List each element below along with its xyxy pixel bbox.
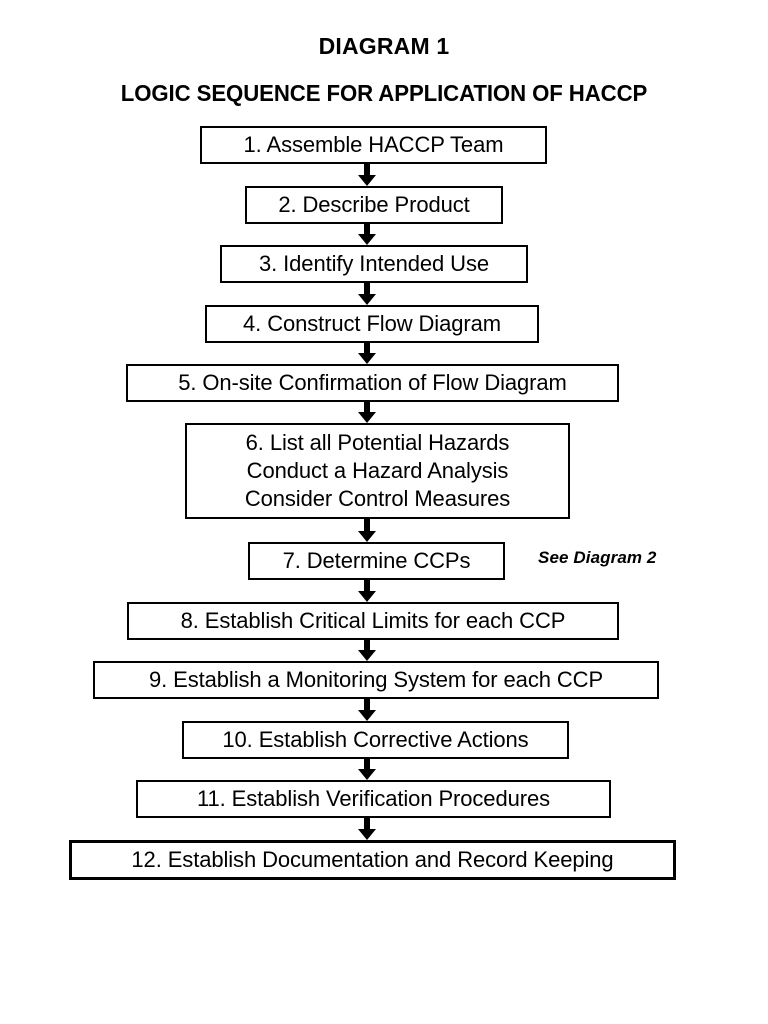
flow-step-10[interactable]: 10. Establish Corrective Actions xyxy=(182,721,569,759)
arrow-head-icon xyxy=(358,531,376,542)
flow-arrow-7-to-8 xyxy=(358,580,376,602)
arrow-head-icon xyxy=(358,829,376,840)
flow-step-11-line-1: 11. Establish Verification Procedures xyxy=(197,786,550,811)
flow-step-6-line-3: Consider Control Measures xyxy=(244,486,511,511)
arrow-shaft xyxy=(364,699,370,711)
arrow-head-icon xyxy=(358,234,376,245)
flow-step-6-line-1: 6. List all Potential Hazards xyxy=(245,430,510,455)
flow-step-2[interactable]: 2. Describe Product xyxy=(245,186,503,224)
arrow-head-icon xyxy=(358,175,376,186)
flow-step-10-line-1: 10. Establish Corrective Actions xyxy=(222,727,529,752)
flow-step-6-line-2: Conduct a Hazard Analysis xyxy=(246,458,509,483)
arrow-head-icon xyxy=(358,294,376,305)
flow-arrow-6-to-7 xyxy=(358,519,376,542)
arrow-head-icon xyxy=(358,710,376,721)
flow-step-7-line-1: 7. Determine CCPs xyxy=(282,548,471,573)
arrow-head-icon xyxy=(358,353,376,364)
arrow-shaft xyxy=(364,759,370,770)
arrow-shaft xyxy=(364,283,370,295)
flow-step-12[interactable]: 12. Establish Documentation and Record K… xyxy=(69,840,676,880)
flow-step-9[interactable]: 9. Establish a Monitoring System for eac… xyxy=(93,661,659,699)
flow-step-1[interactable]: 1. Assemble HACCP Team xyxy=(200,126,547,164)
flow-arrow-1-to-2 xyxy=(358,164,376,186)
arrow-head-icon xyxy=(358,591,376,602)
flow-step-9-line-1: 9. Establish a Monitoring System for eac… xyxy=(148,667,604,692)
flow-step-8-line-1: 8. Establish Critical Limits for each CC… xyxy=(180,608,566,633)
flow-step-1-line-1: 1. Assemble HACCP Team xyxy=(243,132,504,157)
flow-step-7[interactable]: 7. Determine CCPs xyxy=(248,542,505,580)
arrow-head-icon xyxy=(358,650,376,661)
page-subtitle: LOGIC SEQUENCE FOR APPLICATION OF HACCP xyxy=(120,80,648,106)
flow-arrow-5-to-6 xyxy=(358,402,376,423)
flow-step-5-line-1: 5. On-site Confirmation of Flow Diagram xyxy=(178,370,567,395)
flow-arrow-9-to-10 xyxy=(358,699,376,721)
arrow-shaft xyxy=(364,164,370,176)
arrow-shaft xyxy=(364,818,370,830)
flow-arrow-3-to-4 xyxy=(358,283,376,305)
arrow-shaft xyxy=(364,519,370,532)
flow-step-2-line-1: 2. Describe Product xyxy=(278,192,470,217)
flow-step-5[interactable]: 5. On-site Confirmation of Flow Diagram xyxy=(126,364,619,402)
flow-step-3[interactable]: 3. Identify Intended Use xyxy=(220,245,528,283)
flow-arrow-2-to-3 xyxy=(358,224,376,245)
arrow-shaft xyxy=(364,580,370,592)
arrow-head-icon xyxy=(358,412,376,423)
flow-arrow-8-to-9 xyxy=(358,640,376,661)
arrow-shaft xyxy=(364,640,370,651)
flow-step-12-line-1: 12. Establish Documentation and Record K… xyxy=(131,847,614,872)
page-title: DIAGRAM 1 xyxy=(318,33,450,59)
flow-arrow-4-to-5 xyxy=(358,343,376,364)
arrow-shaft xyxy=(364,224,370,235)
arrow-shaft xyxy=(364,343,370,354)
flow-arrow-10-to-11 xyxy=(358,759,376,780)
side-note-see-diagram-2: See Diagram 2 xyxy=(538,548,657,567)
flow-step-8[interactable]: 8. Establish Critical Limits for each CC… xyxy=(127,602,619,640)
flow-arrow-11-to-12 xyxy=(358,818,376,840)
flow-step-11[interactable]: 11. Establish Verification Procedures xyxy=(136,780,611,818)
flow-step-4[interactable]: 4. Construct Flow Diagram xyxy=(205,305,539,343)
flow-step-3-line-1: 3. Identify Intended Use xyxy=(259,251,489,276)
arrow-head-icon xyxy=(358,769,376,780)
arrow-shaft xyxy=(364,402,370,413)
flow-step-4-line-1: 4. Construct Flow Diagram xyxy=(243,311,501,336)
